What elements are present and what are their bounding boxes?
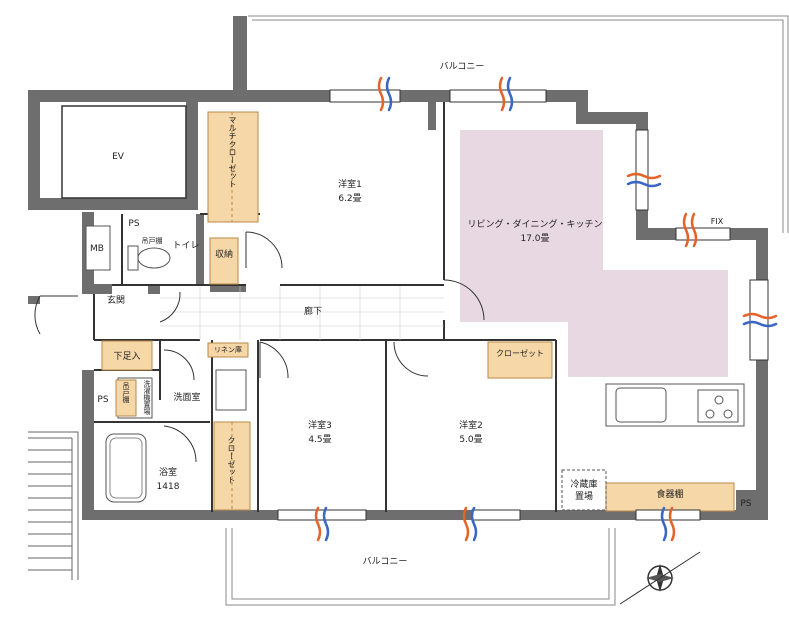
balcony-bottom-label: バルコニー [362, 557, 408, 567]
washer-label: 洗濯機置場 [143, 380, 151, 415]
fridge-label-2: 置場 [574, 492, 594, 502]
ventilation-arrows [314, 76, 778, 542]
ps-left-label: PS [97, 395, 109, 405]
mb-label: MB [90, 244, 104, 254]
mb-box [85, 225, 111, 271]
balcony-bottom [225, 528, 616, 606]
balcony-top [248, 15, 789, 233]
ps-top-label: PS [128, 219, 140, 229]
linen-label: リネン庫 [214, 346, 242, 354]
room-bath-name: 浴室 [158, 468, 178, 478]
balcony-top-label: バルコニー [439, 62, 485, 72]
bathtub [105, 433, 147, 503]
wash-basin [215, 369, 247, 411]
walls [28, 16, 768, 520]
ev-label: EV [112, 152, 124, 162]
hanging-shelf-label: 吊戸棚 [141, 237, 163, 245]
storage-label: 収納 [214, 250, 234, 260]
corridor-floor [160, 286, 444, 340]
closet-left-label: クローゼット [227, 436, 236, 484]
room-western2-size: 5.0畳 [459, 435, 483, 445]
shoe-box-label: 下足入 [113, 352, 141, 362]
doors [34, 231, 485, 463]
elevator-shaft [61, 105, 187, 199]
bathtub-inner [109, 437, 143, 499]
room-western3-size: 4.5畳 [308, 435, 332, 445]
multi-closet-label: マルチクローゼット [228, 116, 237, 188]
burner [714, 395, 724, 405]
toilet-label: トイレ [172, 241, 200, 251]
room-ldk-size: 17.0畳 [520, 234, 550, 244]
dish-shelf-label: 食器棚 [656, 490, 684, 500]
kitchen-sink [615, 387, 667, 423]
drawer-unit [115, 379, 137, 417]
interior-walls [93, 102, 557, 512]
compass-icon [619, 551, 701, 605]
washroom-label: 洗面室 [173, 393, 201, 403]
cooktop [697, 389, 739, 423]
room-bath-size: 1418 [156, 482, 180, 492]
stairs [28, 431, 79, 580]
room-ldk-name: リビング・ダイニング・キッチン [467, 220, 603, 230]
room-western1-name: 洋室1 [338, 180, 362, 190]
windows [277, 89, 769, 521]
room-western3-name: 洋室3 [308, 421, 332, 431]
toilet-bowl [137, 247, 171, 269]
fridge-space [561, 469, 607, 511]
burner [723, 409, 733, 419]
ps-right-label: PS [740, 499, 752, 509]
closet-right-label: クローゼット [496, 349, 544, 358]
ldk-floor [460, 130, 728, 377]
room-western2-name: 洋室2 [459, 421, 483, 431]
fix-label: FIX [710, 217, 724, 226]
room-western1-size: 6.2畳 [338, 194, 362, 204]
drawer-label: 吊戸棚 [122, 382, 130, 403]
burner [705, 409, 715, 419]
entrance-label: 玄関 [106, 296, 126, 306]
corridor-label: 廊下 [303, 307, 323, 317]
fridge-label-1: 冷蔵庫 [570, 480, 598, 490]
toilet-tank [127, 245, 139, 271]
